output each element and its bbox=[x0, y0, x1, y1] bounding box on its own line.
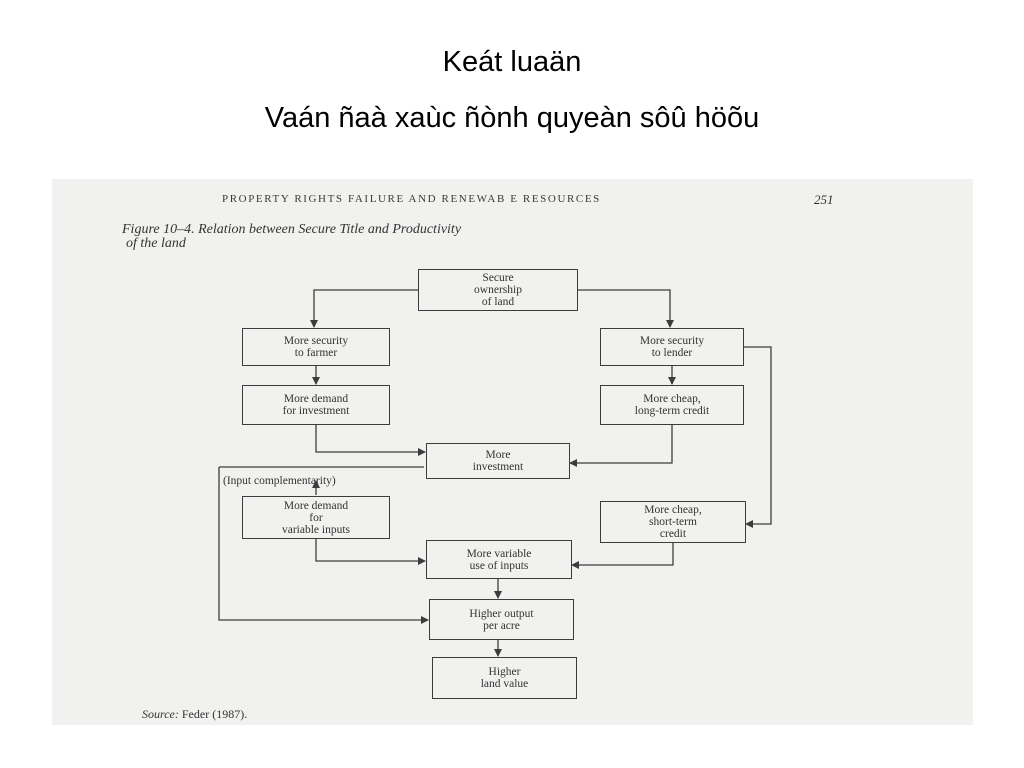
node-demand-investment: More demand for investment bbox=[242, 385, 390, 425]
scanned-figure: PROPERTY RIGHTS FAILURE AND RENEWAB E RE… bbox=[52, 179, 973, 725]
node-higher-output: Higher output per acre bbox=[429, 599, 574, 640]
node-cheap-long-credit: More cheap, long-term credit bbox=[600, 385, 744, 425]
node-demand-variable-inputs: More demand for variable inputs bbox=[242, 496, 390, 539]
arrow-demand-inv-to-investment bbox=[315, 425, 426, 456]
arrow-demand-var-to-var-use bbox=[315, 539, 426, 565]
node-cheap-short-credit: More cheap, short-term credit bbox=[600, 501, 746, 543]
node-higher-land-value: Higher land value bbox=[432, 657, 577, 699]
arrow-cheap-long-to-investment bbox=[569, 425, 673, 467]
node-security-farmer: More security to farmer bbox=[242, 328, 390, 366]
figure-caption-line1: Figure 10–4. Relation between Secure Tit… bbox=[122, 222, 462, 237]
source-label: Source: bbox=[142, 707, 179, 721]
node-more-investment: More investment bbox=[426, 443, 570, 479]
flow-arrows bbox=[218, 289, 772, 657]
figure-source: Source: Feder (1987). bbox=[142, 707, 247, 722]
arrow-loop-to-output bbox=[218, 467, 429, 624]
node-security-lender: More security to lender bbox=[600, 328, 744, 366]
arrow-secure-to-farmer bbox=[310, 289, 418, 328]
figure-caption: Figure 10–4. Relation between Secure Tit… bbox=[122, 223, 762, 251]
slide-subtitle: Vaán ñaà xaùc ñònh quyeàn sôû höõu bbox=[264, 102, 760, 134]
book-running-header: PROPERTY RIGHTS FAILURE AND RENEWAB E RE… bbox=[222, 193, 601, 205]
slide-title: Keát luaän bbox=[442, 46, 582, 78]
arrow-secure-to-lender bbox=[578, 289, 674, 328]
input-complementarity-label: (Input complementarity) bbox=[223, 475, 336, 487]
arrow-cheap-short-to-var-use bbox=[571, 543, 674, 569]
node-secure-ownership: Secure ownership of land bbox=[418, 269, 578, 311]
book-page-number: 251 bbox=[814, 192, 834, 207]
arrow-lender-to-cheap-short bbox=[744, 346, 772, 528]
figure-caption-line2: of the land bbox=[126, 236, 186, 251]
node-variable-use-inputs: More variable use of inputs bbox=[426, 540, 572, 579]
source-value: Feder (1987). bbox=[181, 707, 248, 721]
